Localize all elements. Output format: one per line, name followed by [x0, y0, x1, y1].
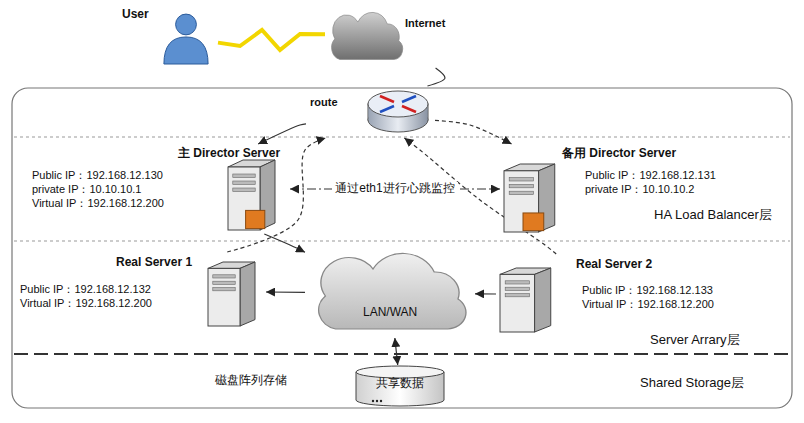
cloudLight-icon: [305, 248, 475, 338]
connector: [475, 293, 496, 294]
node-text: Virtual IP：192.168.12.200: [20, 297, 152, 310]
server-bay: [213, 288, 235, 291]
server-front: [208, 268, 240, 326]
cylinder-dot: [376, 400, 378, 402]
server-front: [500, 274, 535, 332]
cloud-shape: [319, 253, 466, 329]
layer-separator: [14, 137, 790, 138]
server-bay: [509, 191, 533, 194]
system-frame: [12, 88, 792, 408]
node-text: private IP：10.10.10.1: [32, 183, 141, 196]
node-text: Public IP：192.168.12.132: [20, 283, 151, 296]
router-arrow: [380, 106, 394, 112]
internet-cloud: Internet: [325, 3, 485, 68]
server-icon: [504, 164, 558, 232]
node-text: Virtual IP：192.168.12.200: [32, 197, 164, 210]
router-top: [368, 91, 428, 117]
server-bay: [505, 281, 529, 284]
server-accent: [246, 210, 265, 228]
node-title: Real Server 2: [576, 258, 652, 272]
cylinder-body: [356, 372, 444, 406]
node-title: route: [310, 96, 338, 109]
server-bay: [509, 184, 533, 187]
server-bay: [213, 275, 235, 278]
connector: [395, 338, 398, 365]
person-icon: [162, 12, 210, 64]
cloud-shape: [332, 12, 403, 59]
router-arrow: [402, 106, 416, 112]
layer-label: Server Arrary层: [650, 333, 740, 348]
connector: [264, 234, 305, 252]
router-node: route: [306, 86, 435, 138]
layer-label: HA Load Balancer层: [654, 208, 772, 223]
node-title: 备用 Director Server: [562, 147, 676, 161]
server-bay: [233, 188, 255, 192]
router-icon: [366, 88, 430, 134]
node-title: Real Server 1: [116, 256, 192, 270]
server-bay: [233, 181, 255, 185]
cylinder-dot: [372, 400, 374, 402]
person-head: [176, 14, 197, 35]
node-text: Public IP：192.168.12.131: [585, 169, 716, 182]
server-side: [240, 262, 255, 326]
server-icon: [228, 160, 278, 230]
server-icon: [500, 268, 554, 332]
node-text: private IP：10.10.10.2: [585, 183, 694, 196]
dashed-connector: [435, 120, 512, 144]
node-title: User: [122, 8, 149, 22]
network-cloud: LAN/WAN: [305, 248, 475, 338]
connector: [266, 291, 305, 293]
node-text: Public IP：192.168.12.133: [582, 284, 713, 297]
person-body: [164, 37, 208, 64]
server-bay: [505, 294, 529, 297]
connector: [427, 68, 445, 86]
node-text: Public IP：192.168.12.130: [32, 169, 163, 182]
layer-label: Shared Storage层: [640, 376, 744, 391]
dashed-connector: [404, 138, 556, 254]
router-arrow: [402, 96, 416, 102]
cylinder-dot: [380, 400, 382, 402]
node-title: LAN/WAN: [363, 306, 417, 320]
server-bay: [213, 281, 235, 284]
server-bay: [509, 178, 533, 181]
edge-label: 通过eth1进行心跳监控: [332, 182, 457, 196]
server-accent: [523, 213, 544, 231]
router-arrow: [380, 96, 394, 102]
cloudDark-icon: [325, 9, 407, 65]
node-title: 共享数据: [376, 377, 424, 391]
layer-separator: [14, 241, 790, 242]
server-side: [535, 268, 551, 332]
server-icon: [208, 262, 258, 326]
user-node: User: [118, 4, 218, 66]
real-server: Real Server 1 Public IP：192.168.12.132Vir…: [16, 252, 266, 330]
director-server: 主 Director ServerPublic IP：192.168.12.13…: [28, 144, 290, 234]
server-bay: [233, 174, 255, 178]
node-text: Virtual IP：192.168.12.200: [582, 298, 714, 311]
layer-separator: [14, 353, 790, 355]
storage-label: 磁盘阵列存储: [215, 374, 287, 388]
lightning-link: [218, 30, 325, 50]
node-title: 主 Director Server: [178, 147, 280, 161]
node-title: Internet: [405, 17, 445, 30]
storage-cylinder: 共享数据: [355, 365, 445, 407]
server-bay: [505, 287, 529, 290]
connector: [258, 124, 306, 144]
real-server: Real Server 2 Public IP：192.168.12.133Vir…: [496, 254, 718, 336]
